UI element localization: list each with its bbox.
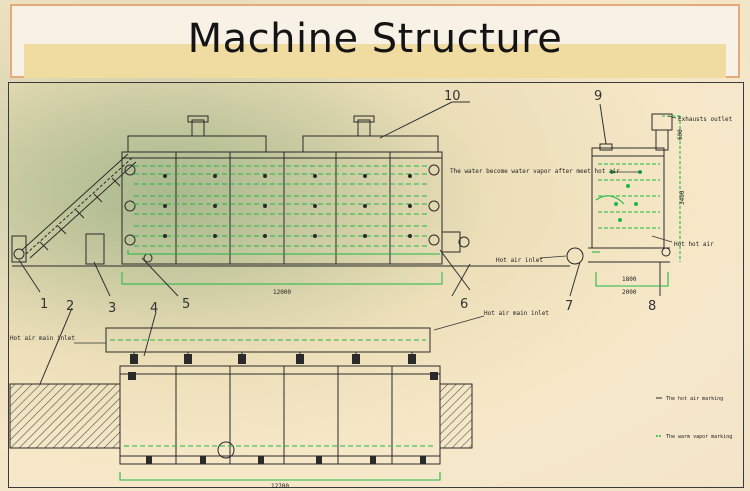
end-leader-lines — [539, 115, 677, 259]
end-belts — [592, 115, 681, 287]
legend-hot-air: The hot air marking — [666, 396, 723, 402]
dim-2000: 2000 — [622, 289, 637, 296]
drawing-sheet — [8, 82, 744, 488]
callout-lines — [18, 101, 661, 385]
label-water-vapor: The water become water vapor after meet … — [450, 168, 620, 175]
dim-600: 600 — [677, 129, 684, 140]
end-fan — [566, 247, 584, 265]
label-hot-air-inlet: Hot air inlet — [496, 257, 543, 264]
feeder — [85, 233, 105, 265]
side-length-dim: 12000 — [273, 289, 291, 296]
callout-2: 2 — [66, 299, 74, 314]
legend-vapor: The warm vapor marking — [666, 434, 732, 440]
rollers-side-dots — [163, 174, 412, 238]
callout-9: 9 — [594, 89, 602, 104]
plan-view — [9, 327, 473, 465]
label-main-inlet-left: Hot air main inlet — [10, 335, 75, 342]
legend: The hot air marking The warm vapor marki… — [656, 396, 732, 440]
exhaust-stack-right — [357, 119, 371, 137]
main-duct — [105, 327, 431, 353]
callout-numbers: 1 2 3 4 5 6 7 8 9 10 — [40, 89, 656, 316]
callout-3: 3 — [108, 301, 116, 316]
label-main-inlet-right: Hot air main inlet — [484, 310, 549, 317]
conveyor-belts-side — [127, 165, 440, 255]
end-exhaust — [655, 129, 669, 151]
plan-feed-conveyor-left — [9, 383, 121, 449]
end-view — [566, 113, 673, 265]
top-duct-left — [127, 135, 267, 153]
callout-8: 8 — [648, 299, 656, 314]
plan-green-lines — [110, 339, 441, 481]
callout-6: 6 — [460, 297, 468, 312]
dim-1800: 1800 — [622, 276, 637, 283]
motor-drive — [11, 235, 27, 263]
callout-5: 5 — [182, 297, 190, 312]
label-exhausts-outlet: Exhausts outlet — [678, 116, 733, 123]
side-view — [11, 115, 570, 267]
dim-3400: 3400 — [679, 190, 686, 205]
dryer-body — [121, 151, 443, 265]
callout-4: 4 — [150, 301, 158, 316]
plan-length-dim: 12700 — [271, 483, 289, 490]
exhaust-stack-left — [191, 119, 205, 137]
inclined-conveyor — [21, 153, 137, 259]
motor-right — [441, 231, 461, 253]
title-band — [24, 44, 726, 78]
callout-10: 10 — [444, 89, 461, 104]
side-dimension — [121, 272, 443, 285]
drive-wheel — [13, 248, 25, 260]
label-hot-hot-air: Hot hot air — [674, 241, 714, 248]
plan-conveyor-right — [439, 383, 473, 449]
callout-1: 1 — [40, 297, 48, 312]
plan-fans — [128, 354, 438, 464]
callout-7: 7 — [565, 299, 573, 314]
title-banner: Machine Structure — [10, 4, 740, 78]
page-title: Machine Structure — [187, 16, 563, 62]
end-body — [591, 147, 665, 249]
top-duct-right — [302, 135, 439, 153]
